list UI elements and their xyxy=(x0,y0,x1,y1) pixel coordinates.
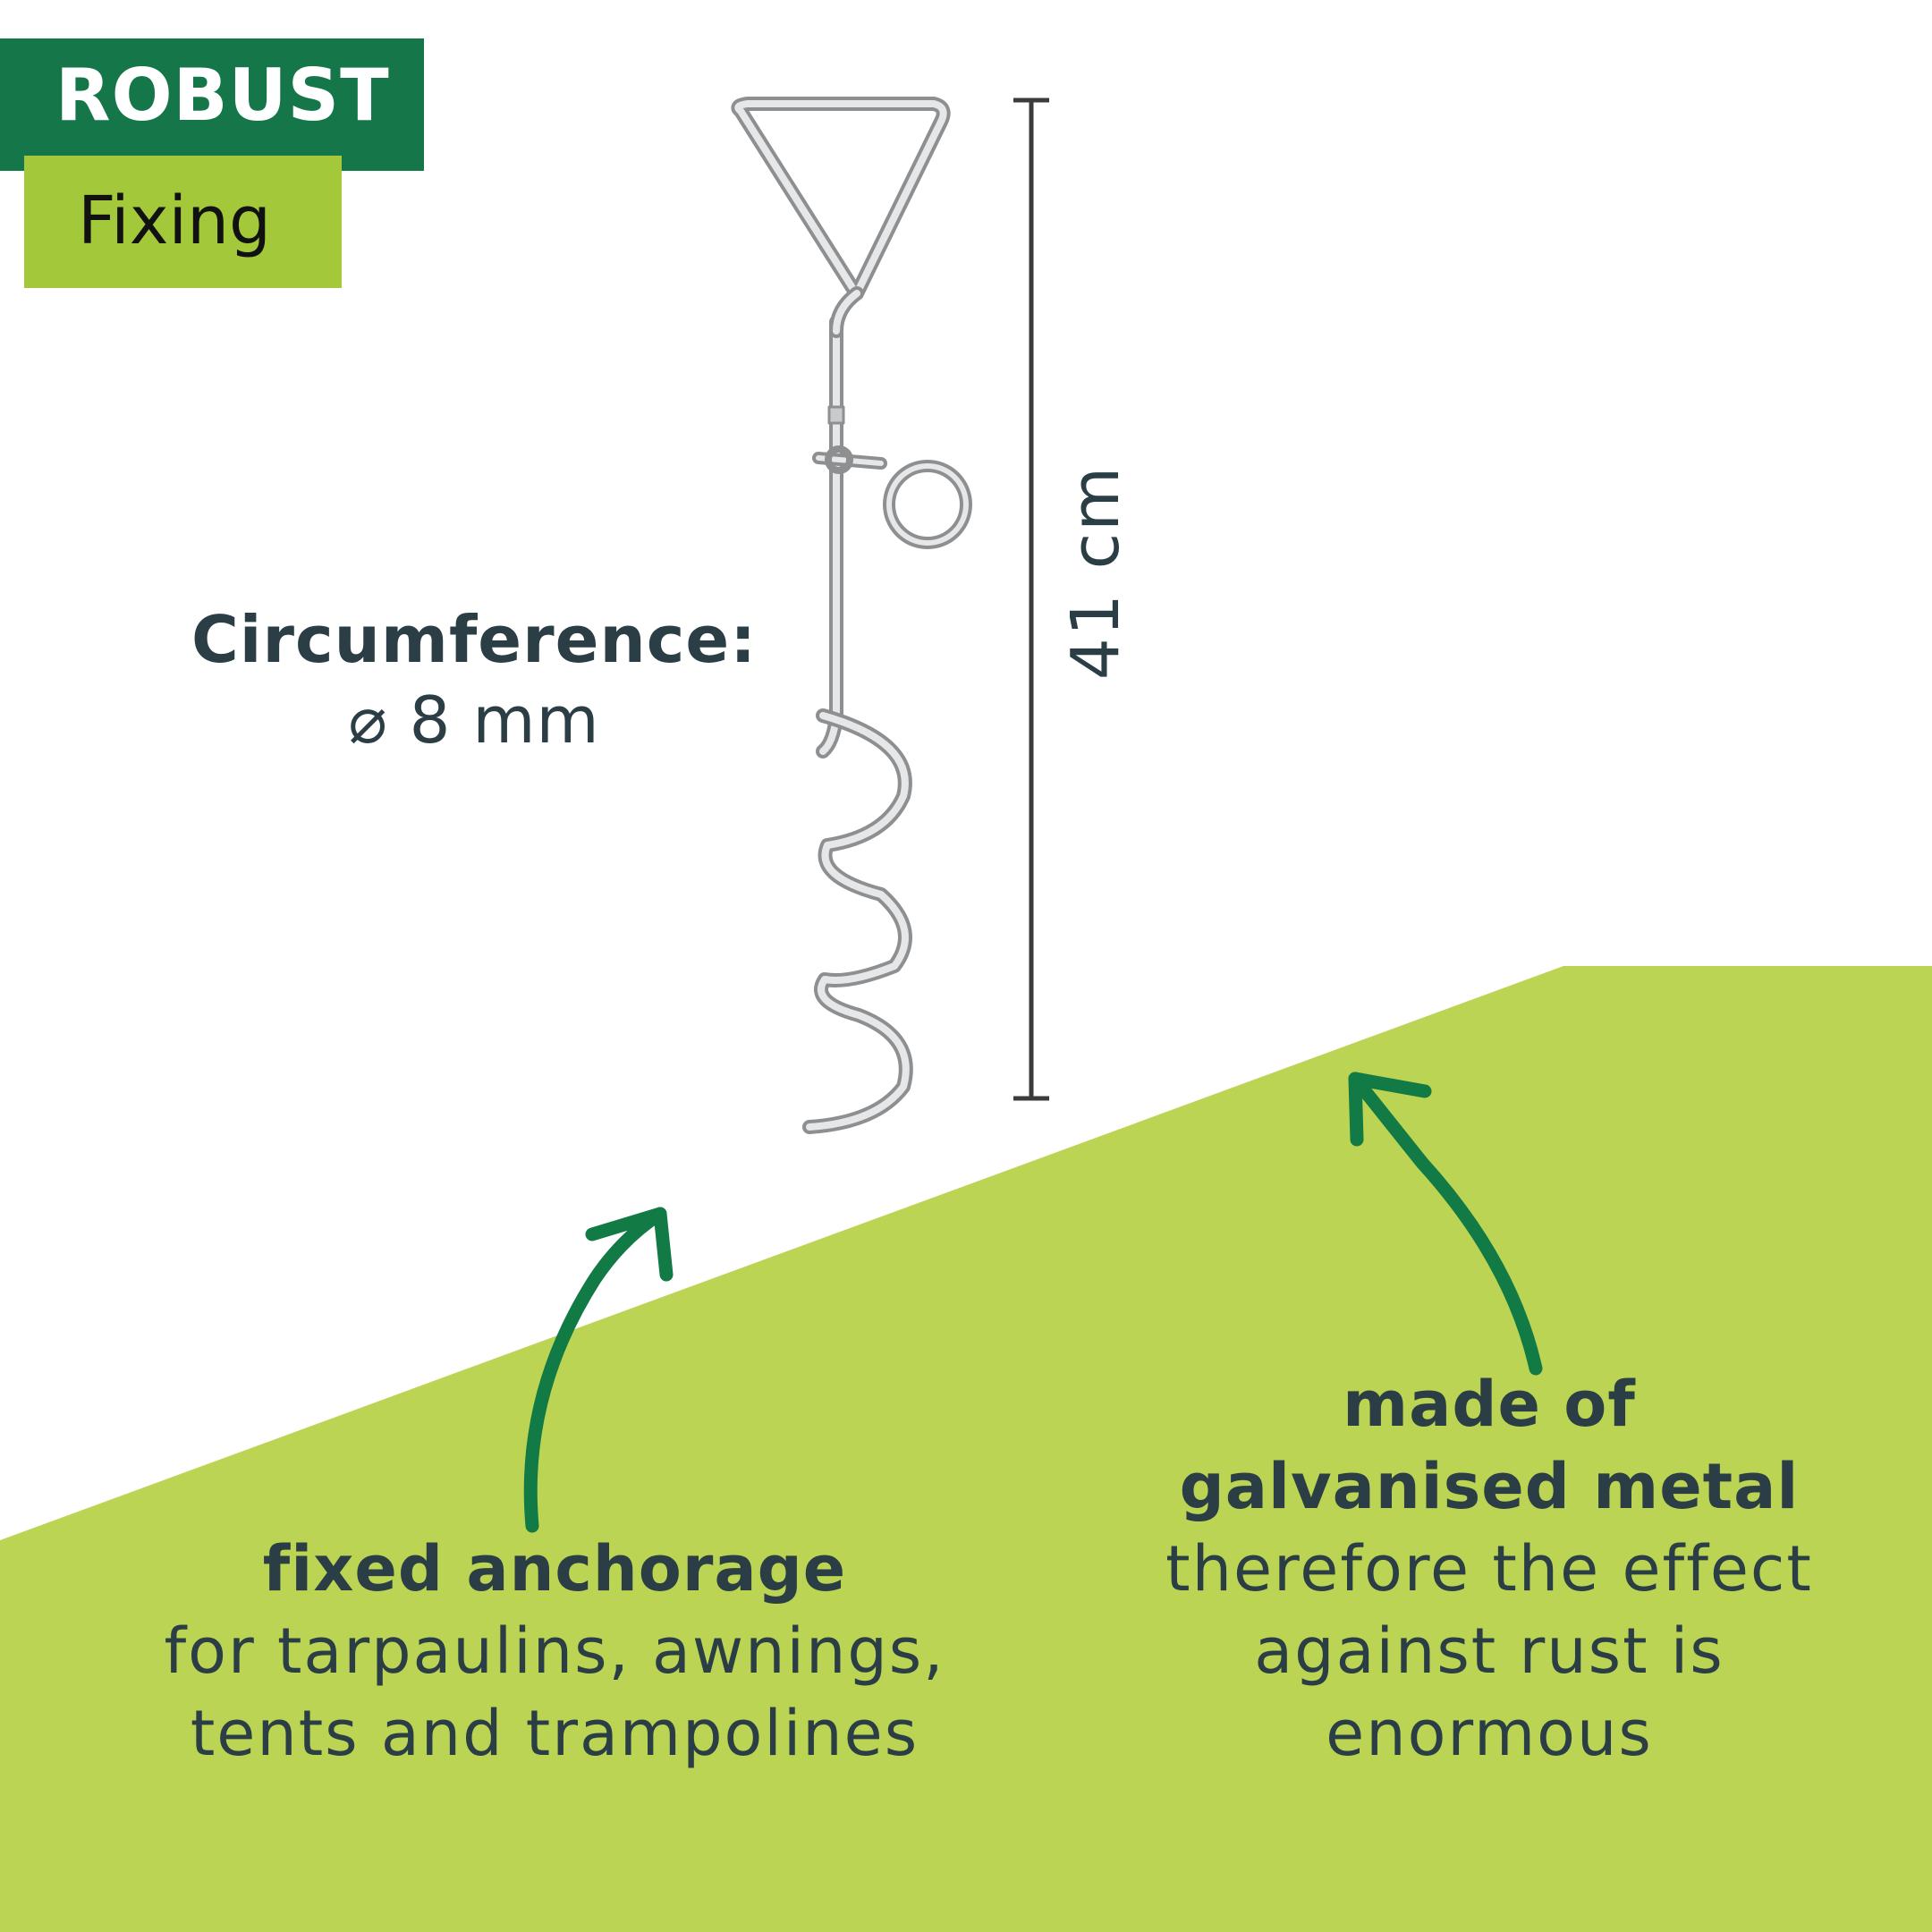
feature-title: made of xyxy=(1343,1368,1636,1441)
feature-line: for tarpaulins, awnings, xyxy=(164,1614,945,1688)
robust-badge-label: ROBUST xyxy=(55,54,390,137)
feature-title: fixed anchorage xyxy=(262,1532,847,1606)
feature-title: galvanised metal xyxy=(1179,1450,1800,1523)
curved-arrow-left-icon xyxy=(523,1207,674,1533)
feature-line: tents and trampolines xyxy=(190,1697,919,1770)
feature-line: enormous xyxy=(1326,1697,1653,1770)
curved-arrow-right-icon xyxy=(1348,1072,1543,1376)
robust-badge: ROBUST xyxy=(0,38,424,171)
circumference-spec: Circumference: ⌀ 8 mm xyxy=(161,599,787,760)
fixing-badge-label: Fixing xyxy=(78,182,271,259)
length-dimension-label: 41 cm xyxy=(1057,464,1134,681)
dimension-line xyxy=(1013,97,1049,1101)
ground-anchor-corkscrew-icon xyxy=(731,97,972,1134)
feature-line: therefore the effect xyxy=(1165,1532,1813,1606)
feature-line: against rust is xyxy=(1254,1614,1724,1688)
feature-fixed-anchorage: fixed anchorage for tarpaulins, awnings,… xyxy=(107,1528,1002,1775)
fixing-badge: Fixing xyxy=(24,156,342,288)
circumference-value: ⌀ 8 mm xyxy=(348,682,600,758)
feature-galvanised-metal: made of galvanised metal therefore the e… xyxy=(1131,1363,1847,1775)
circumference-title: Circumference: xyxy=(191,602,758,677)
